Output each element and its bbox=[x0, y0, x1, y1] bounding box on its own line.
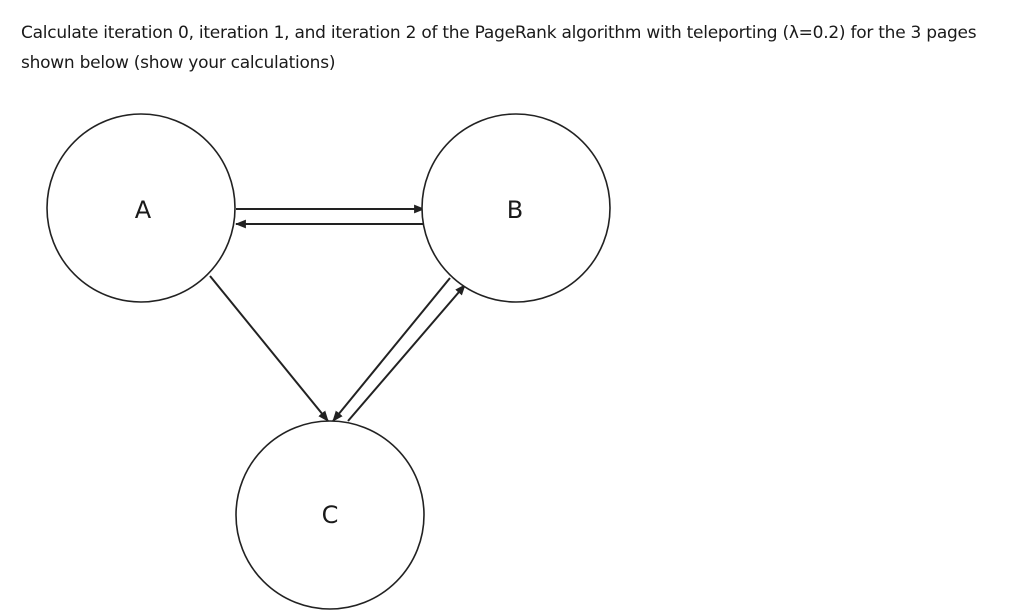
node-c-label: C bbox=[322, 501, 339, 529]
graph-edges bbox=[209, 204, 466, 422]
node-c: C bbox=[235, 420, 425, 610]
node-b: B bbox=[421, 113, 611, 303]
question-line-2: shown below (show your calculations) bbox=[21, 53, 336, 73]
node-a-circle bbox=[46, 113, 236, 303]
node-c-circle bbox=[235, 420, 425, 610]
node-a-label: A bbox=[135, 196, 152, 224]
question-text: Calculate iteration 0, iteration 1, and … bbox=[21, 18, 1017, 78]
edge-b-to-c bbox=[332, 277, 451, 422]
node-a: A bbox=[46, 113, 236, 303]
edge-c-to-b bbox=[347, 284, 466, 422]
node-b-label: B bbox=[507, 196, 523, 224]
question-line-1: Calculate iteration 0, iteration 1, and … bbox=[21, 23, 977, 43]
edge-a-to-c bbox=[209, 275, 329, 422]
node-b-circle bbox=[421, 113, 611, 303]
